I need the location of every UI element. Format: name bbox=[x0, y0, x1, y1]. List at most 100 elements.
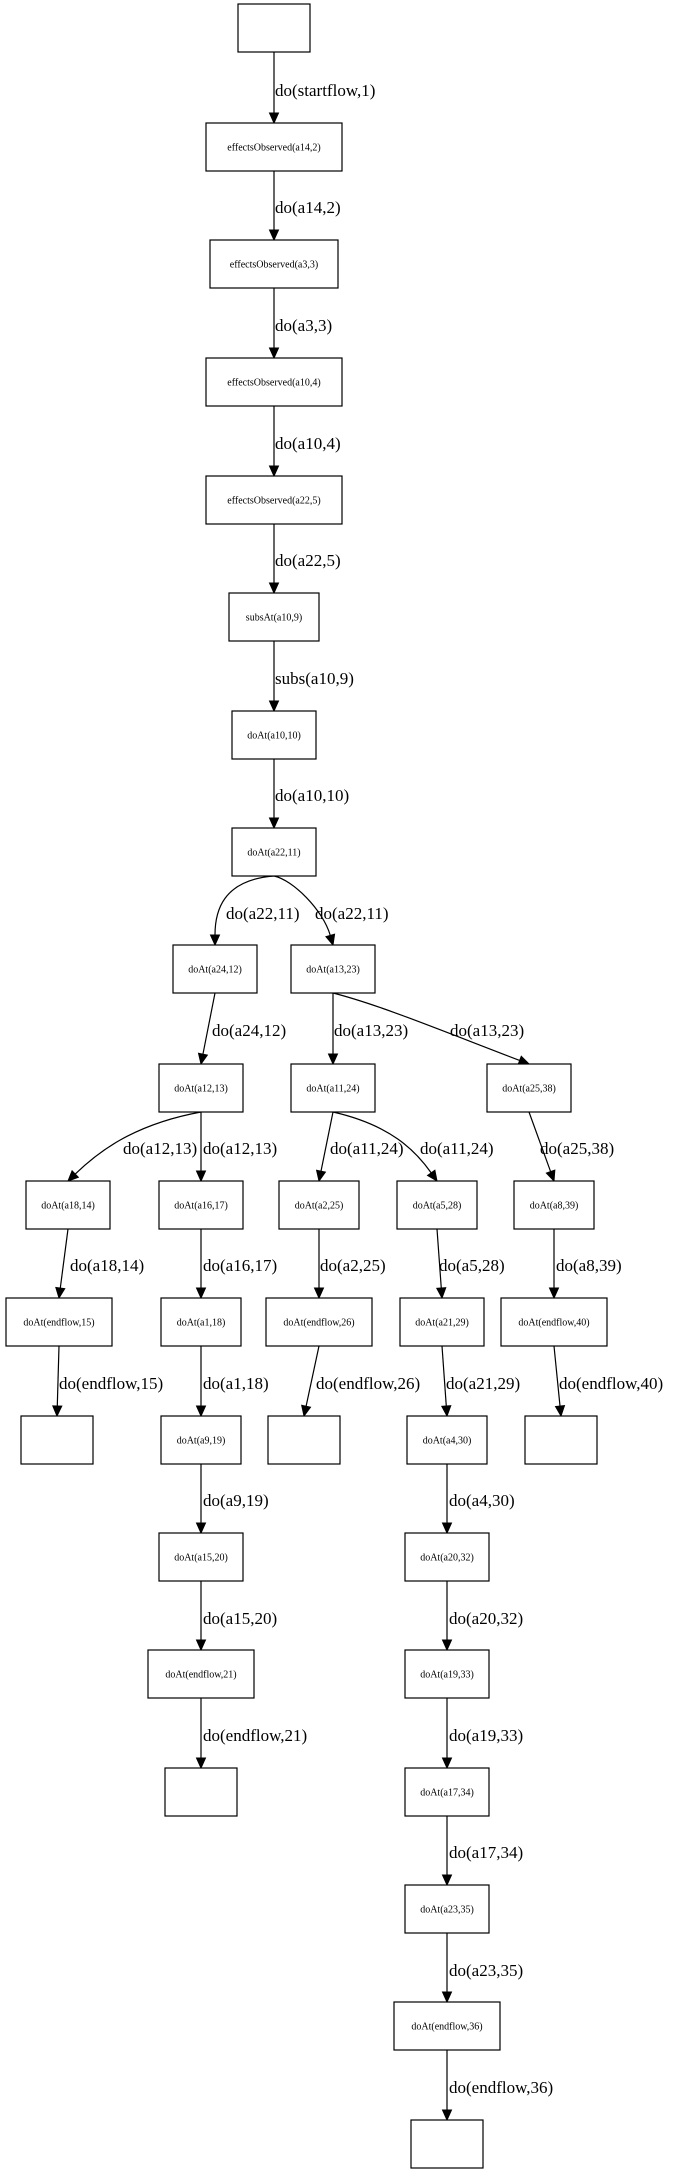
node-label: doAt(a4,30) bbox=[423, 1436, 472, 1447]
node-box bbox=[205, 357, 343, 407]
arrowhead-icon bbox=[441, 1991, 453, 2004]
arrowhead-icon bbox=[441, 1874, 453, 1887]
edge-label: do(a4,30) bbox=[449, 1491, 515, 1510]
node-box bbox=[278, 1180, 360, 1230]
graph-node: doAt(a21,29) bbox=[399, 1297, 485, 1347]
arrowhead-icon bbox=[195, 1287, 207, 1300]
arrowhead-icon bbox=[554, 1405, 566, 1418]
edge-label: do(a13,23) bbox=[334, 1021, 408, 1040]
arrowhead-icon bbox=[195, 1757, 207, 1770]
arrowhead-icon bbox=[67, 1169, 80, 1182]
graph-edge: do(a20,32) bbox=[441, 1581, 523, 1652]
node-box bbox=[404, 1884, 490, 1934]
node-box bbox=[500, 1297, 608, 1347]
arrowhead-icon bbox=[195, 1405, 207, 1418]
node-box bbox=[393, 2001, 501, 2051]
node-label: doAt(a24,12) bbox=[188, 965, 242, 976]
graph-node: doAt(a13,23) bbox=[290, 944, 376, 994]
arrowhead-icon bbox=[195, 1639, 207, 1652]
edge-label: do(a3,3) bbox=[275, 316, 332, 335]
edge-label: do(a5,28) bbox=[439, 1256, 505, 1275]
arrowhead-icon bbox=[313, 1287, 325, 1300]
arrowhead-icon bbox=[545, 1169, 556, 1183]
node-box bbox=[5, 1297, 113, 1347]
edges-layer: do(startflow,1)do(a14,2)do(a3,3)do(a10,4… bbox=[52, 52, 663, 2122]
node-box bbox=[404, 1532, 490, 1582]
graph-edge: do(endflow,15) bbox=[52, 1345, 163, 1418]
edge-label: do(a17,34) bbox=[449, 1843, 523, 1862]
node-box bbox=[147, 1649, 255, 1699]
node-box bbox=[158, 1532, 244, 1582]
graph-edge: do(endflow,40) bbox=[553, 1345, 663, 1418]
edge-line bbox=[56, 1345, 60, 1407]
arrowhead-icon bbox=[195, 1522, 207, 1535]
node-label: doAt(a11,24) bbox=[306, 1084, 359, 1095]
edge-label: do(a15,20) bbox=[203, 1609, 277, 1628]
node-box bbox=[267, 1415, 341, 1465]
node-label: doAt(endflow,36) bbox=[411, 2022, 482, 2033]
node-label: doAt(a9,19) bbox=[177, 1436, 226, 1447]
edge-line bbox=[202, 992, 216, 1055]
node-label: doAt(a13,23) bbox=[306, 965, 360, 976]
graph-node: doAt(endflow,21) bbox=[147, 1649, 255, 1699]
node-label: doAt(a1,18) bbox=[177, 1318, 226, 1329]
node-box bbox=[158, 1180, 244, 1230]
graph-edge: do(a12,13) bbox=[195, 1112, 277, 1183]
node-box bbox=[396, 1180, 478, 1230]
node-box bbox=[231, 710, 317, 760]
node-box bbox=[160, 1415, 242, 1465]
graph-node: effectsObserved(a14,2) bbox=[205, 122, 343, 172]
edge-label: do(a23,35) bbox=[449, 1961, 523, 1980]
node-box bbox=[205, 122, 343, 172]
graph-edge: do(a24,12) bbox=[197, 992, 286, 1066]
edge-label: do(a2,25) bbox=[320, 1256, 386, 1275]
graph-edge: do(a8,39) bbox=[548, 1229, 622, 1300]
graph-edge: do(a13,23) bbox=[327, 993, 408, 1066]
graph-edge: do(a11,24) bbox=[315, 1111, 404, 1183]
arrowhead-icon bbox=[195, 1170, 207, 1183]
arrowhead-icon bbox=[517, 1055, 531, 1066]
arrowhead-icon bbox=[441, 2109, 453, 2122]
node-box bbox=[160, 1297, 242, 1347]
graph-edge: do(a2,25) bbox=[313, 1229, 386, 1300]
graph-edge: do(a10,4) bbox=[268, 406, 341, 478]
arrowhead-icon bbox=[268, 700, 280, 713]
edge-label: do(a22,11) bbox=[226, 904, 300, 923]
edge-label: do(endflow,40) bbox=[559, 1374, 663, 1393]
edge-line bbox=[59, 1228, 69, 1289]
node-label: doAt(a2,25) bbox=[295, 1201, 344, 1212]
graph-edge: do(a14,2) bbox=[268, 171, 341, 242]
graph-node: doAt(a20,32) bbox=[404, 1532, 490, 1582]
graph-node bbox=[164, 1767, 238, 1817]
graph-edge: do(a9,19) bbox=[195, 1464, 269, 1535]
node-box bbox=[486, 1063, 572, 1113]
graph-edge: do(a10,10) bbox=[268, 759, 349, 830]
edge-line bbox=[436, 1228, 442, 1289]
graph-node bbox=[267, 1415, 341, 1465]
edge-line bbox=[214, 875, 275, 936]
graph-node: doAt(a12,13) bbox=[158, 1063, 244, 1113]
graph-node: doAt(a24,12) bbox=[172, 944, 258, 994]
node-label: doAt(a19,33) bbox=[420, 1670, 474, 1681]
graph-edge: do(a23,35) bbox=[441, 1933, 523, 2004]
node-box bbox=[209, 239, 339, 289]
node-label: effectsObserved(a22,5) bbox=[227, 496, 320, 507]
graph-node: doAt(a16,17) bbox=[158, 1180, 244, 1230]
node-box bbox=[406, 1415, 488, 1465]
node-label: doAt(a23,35) bbox=[420, 1905, 474, 1916]
graph-node bbox=[524, 1415, 598, 1465]
arrowhead-icon bbox=[55, 1286, 66, 1300]
graph-node: doAt(a22,11) bbox=[231, 827, 317, 877]
graph-node: doAt(a4,30) bbox=[406, 1415, 488, 1465]
edge-line bbox=[528, 1111, 552, 1172]
edge-line bbox=[305, 1345, 320, 1407]
graph-node: doAt(a8,39) bbox=[513, 1180, 595, 1230]
arrowhead-icon bbox=[440, 1405, 452, 1418]
graph-edge: subs(a10,9) bbox=[268, 641, 354, 713]
arrowhead-icon bbox=[301, 1404, 312, 1418]
edge-label: do(a16,17) bbox=[203, 1256, 277, 1275]
edge-label: do(a12,13) bbox=[123, 1139, 197, 1158]
graph-edge: do(a22,11) bbox=[209, 875, 300, 947]
edge-line bbox=[332, 992, 520, 1061]
graph-edge: do(a22,5) bbox=[268, 524, 341, 595]
